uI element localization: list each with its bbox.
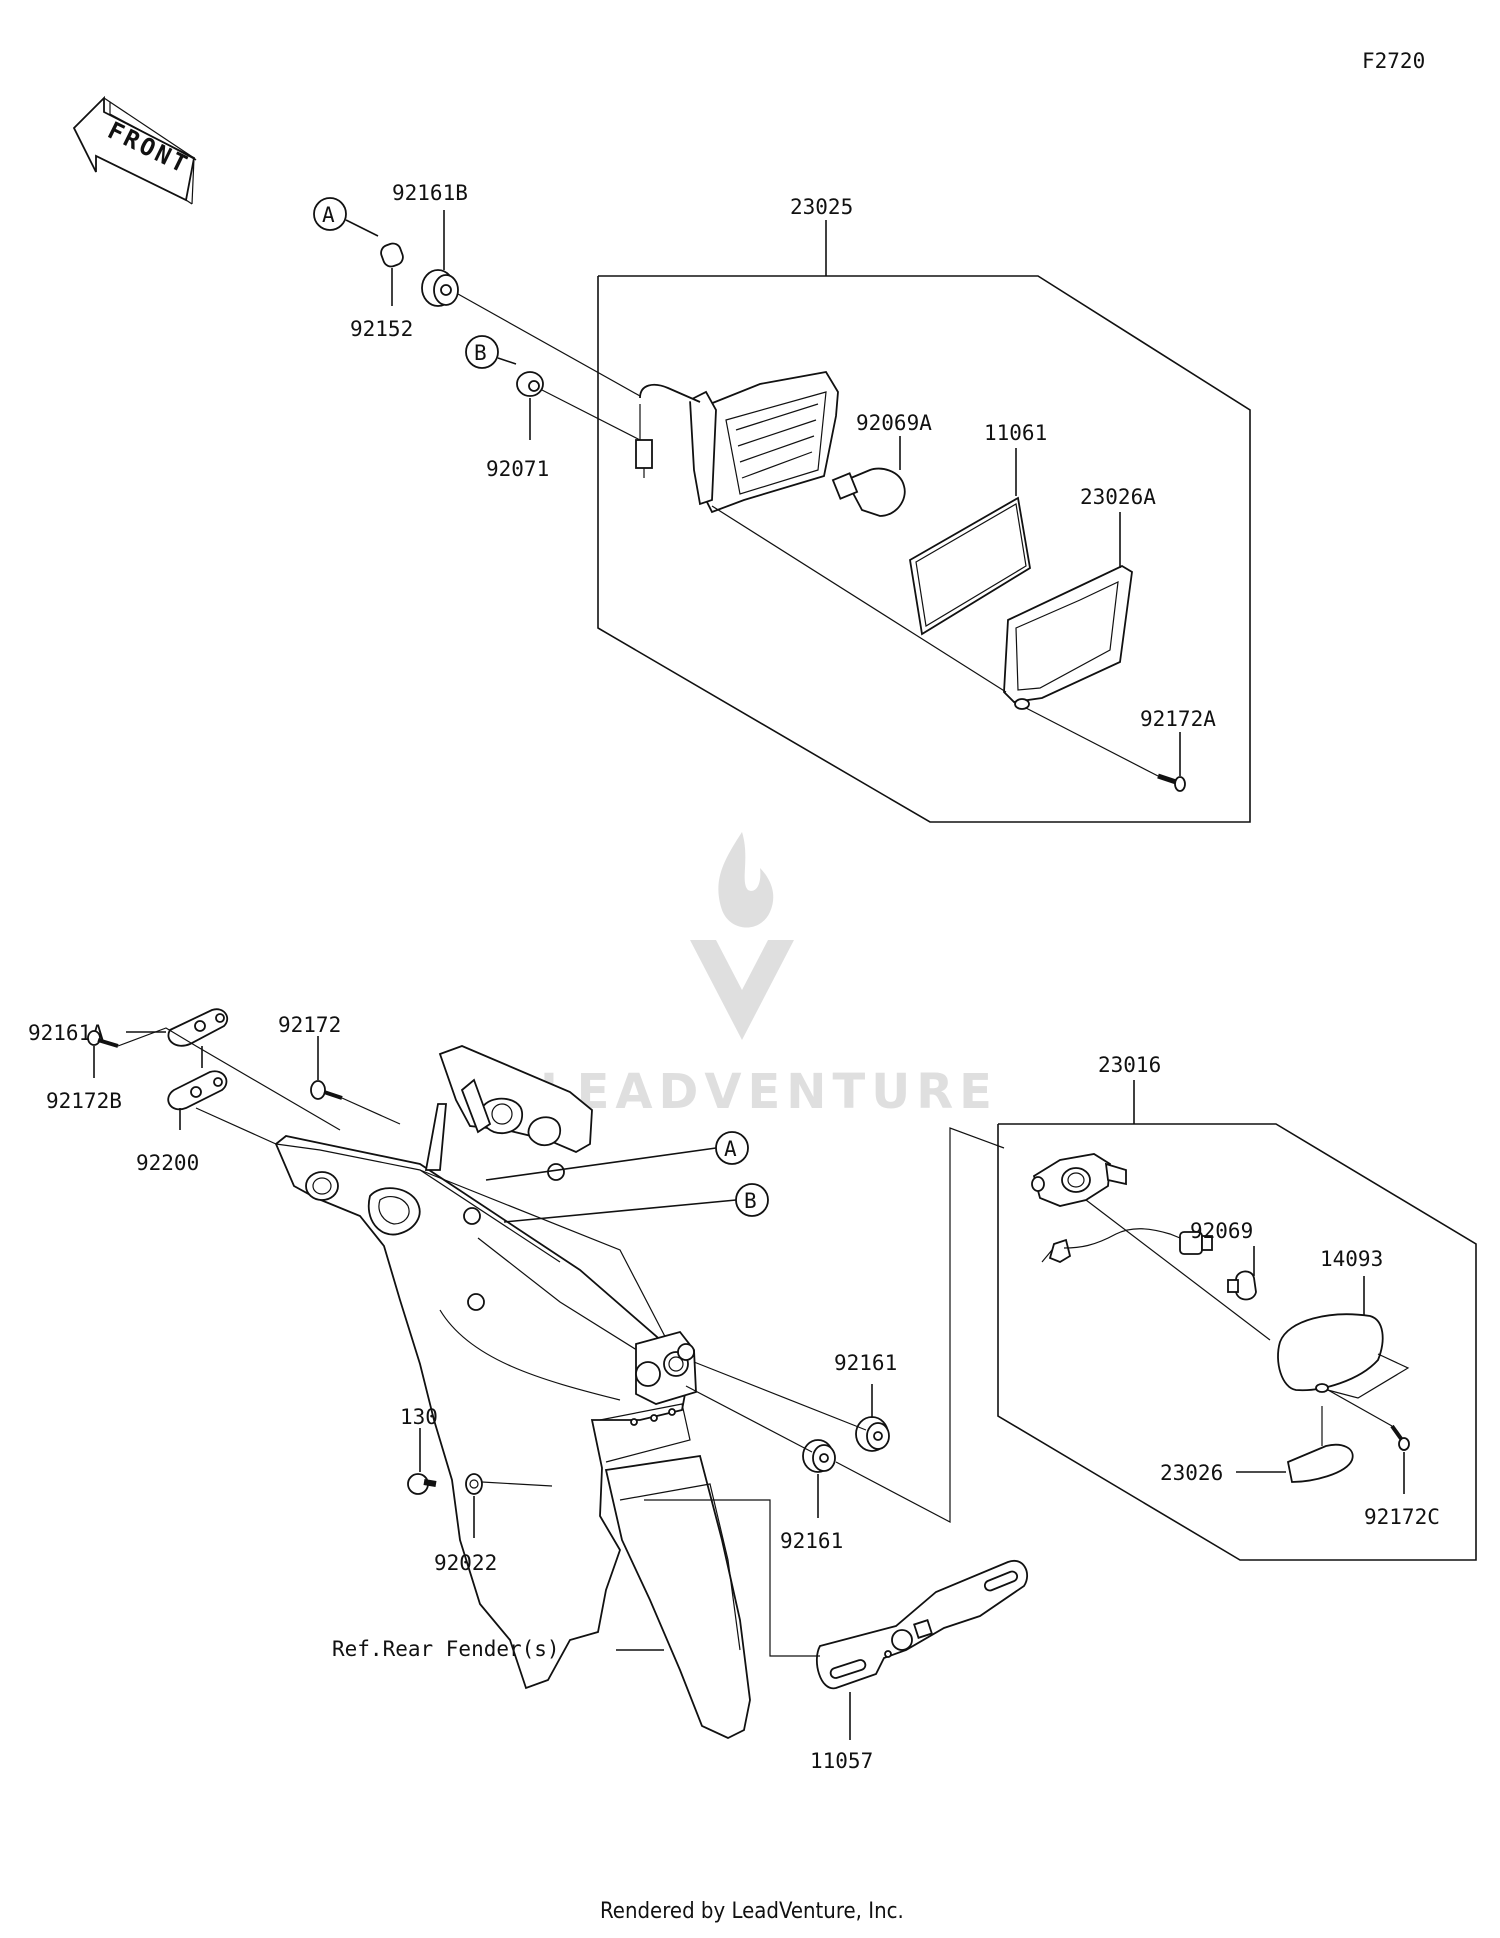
part-label-92022: 92022 (434, 1551, 497, 1575)
part-label-23026a: 23026A (1080, 485, 1156, 509)
callout-b2-circle (735, 1183, 769, 1217)
washer-92022: 92022 (434, 1473, 553, 1575)
rear-fender-body (274, 1045, 751, 1739)
part-label-92172a: 92172A (1140, 707, 1216, 731)
ref-rear-fender-label: Ref.Rear Fender(s) (332, 1637, 560, 1661)
screw-92172b: 92172B (46, 1027, 341, 1145)
front-arrow-icon: FRONT (72, 95, 197, 205)
gasket-11061: 11061 (909, 421, 1047, 636)
callout-a-circle (313, 197, 347, 231)
callout-a-label: A (322, 203, 335, 227)
lens-23026: 23026 (1160, 1406, 1354, 1485)
grommet-92071: 92071 (486, 371, 641, 481)
screw-92172: 92172 (278, 1013, 401, 1125)
diagram-code: F2720 (1362, 49, 1425, 73)
bulb-92069: 92069 (1190, 1219, 1257, 1301)
part-label-92069: 92069 (1190, 1219, 1253, 1243)
screw-92172c: 92172C (1327, 1389, 1440, 1529)
part-label-130: 130 (400, 1405, 438, 1429)
part-label-11057: 11057 (810, 1749, 873, 1773)
cover-14093: 14093 (1277, 1247, 1410, 1399)
part-label-92071: 92071 (486, 457, 549, 481)
bolt-130: 130 (400, 1405, 438, 1495)
grommet-92161-upper: 92161 (834, 1351, 897, 1452)
part-label-14093: 14093 (1320, 1247, 1383, 1271)
screw-92172a: 92172A (1140, 707, 1216, 792)
part-label-92172: 92172 (278, 1013, 341, 1037)
callout-b2-label: B (744, 1189, 757, 1213)
wire-harness (1041, 1228, 1213, 1264)
socket-housing (1031, 1153, 1127, 1207)
rear-fender-assembly: 92161A 92200 92172B 92172 (28, 1008, 1029, 1773)
callout-a2-circle (715, 1131, 749, 1165)
part-label-92152: 92152 (350, 317, 413, 341)
part-label-11061: 11061 (984, 421, 1047, 445)
bracket-92200: 92200 (136, 1070, 228, 1175)
part-label-23025: 23025 (790, 195, 853, 219)
part-label-92161-upper: 92161 (834, 1351, 897, 1375)
part-label-92161-lower: 92161 (780, 1529, 843, 1553)
part-label-23026: 23026 (1160, 1461, 1223, 1485)
license-bracket-11057: 11057 (644, 1499, 1029, 1773)
lens-23026a: 23026A (1003, 485, 1156, 710)
callout-a2-label: A (724, 1137, 737, 1161)
tail-light-assembly: 23025 A B 92152 92161B 92071 (313, 181, 1251, 823)
flame-icon (718, 832, 774, 928)
part-label-92069a: 92069A (856, 411, 932, 435)
grommet-92161b: 92161B (392, 181, 641, 397)
part-label-92200: 92200 (136, 1151, 199, 1175)
sleeve-92152: 92152 (350, 242, 413, 341)
license-light-assembly: 23016 92069 1 (997, 1053, 1477, 1561)
part-label-92172b: 92172B (46, 1089, 122, 1113)
callout-b-circle (465, 335, 499, 369)
part-label-92161b: 92161B (392, 181, 468, 205)
part-label-92172c: 92172C (1364, 1505, 1440, 1529)
footer-text: Rendered by LeadVenture, Inc. (600, 1899, 904, 1924)
grommet-92161-lower: 92161 (780, 1439, 843, 1553)
watermark-text: LEADVENTURE (540, 1064, 998, 1120)
bracket-92161a: 92161A (28, 1008, 229, 1068)
bulb-92069a: 92069A (831, 411, 932, 517)
part-label-23016: 23016 (1098, 1053, 1161, 1077)
tail-light-housing (635, 371, 839, 514)
callout-b-label: B (474, 341, 487, 365)
v-logo-icon (690, 940, 794, 1040)
leadventure-watermark: LEADVENTURE (540, 832, 998, 1120)
